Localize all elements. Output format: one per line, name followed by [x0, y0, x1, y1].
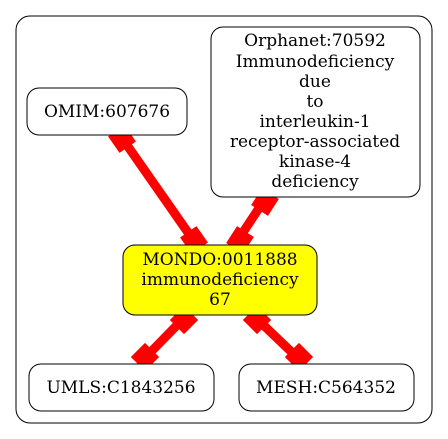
node-orphanet-line-4: to: [306, 92, 323, 112]
node-orphanet-line-3: due: [299, 72, 331, 92]
node-center-line-3: 67: [209, 290, 231, 310]
node-mesh-label: MESH:C564352: [256, 378, 396, 398]
node-orphanet-line-8: deficiency: [271, 172, 359, 192]
node-orphanet-line-7: kinase-4: [279, 152, 351, 172]
node-center-line-1: MONDO:0011888: [142, 250, 297, 270]
node-orphanet-line-2: Immunodeficiency: [236, 52, 395, 72]
node-orphanet-line-5: interleukin-1: [259, 112, 370, 132]
node-omim-label: OMIM:607676: [44, 102, 170, 122]
node-umls-label: UMLS:C1843256: [46, 378, 195, 398]
node-orphanet-line-6: receptor-associated: [230, 132, 400, 152]
edge-orphanet-center: [226, 188, 279, 254]
node-center[interactable]: MONDO:0011888 immunodeficiency 67: [122, 244, 318, 316]
cluster-border: [15, 15, 433, 424]
edge-center-umls: [130, 305, 199, 372]
node-orphanet[interactable]: Orphanet:70592 Immunodeficiency due to i…: [210, 26, 421, 198]
node-orphanet-line-1: Orphanet:70592: [244, 31, 386, 51]
node-umls[interactable]: UMLS:C1843256: [28, 363, 215, 412]
node-center-line-2: immunodeficiency: [141, 270, 299, 290]
edge-omim-center: [108, 125, 208, 254]
node-omim[interactable]: OMIM:607676: [26, 87, 188, 136]
node-mesh[interactable]: MESH:C564352: [238, 363, 415, 412]
edge-center-mesh: [242, 305, 314, 372]
